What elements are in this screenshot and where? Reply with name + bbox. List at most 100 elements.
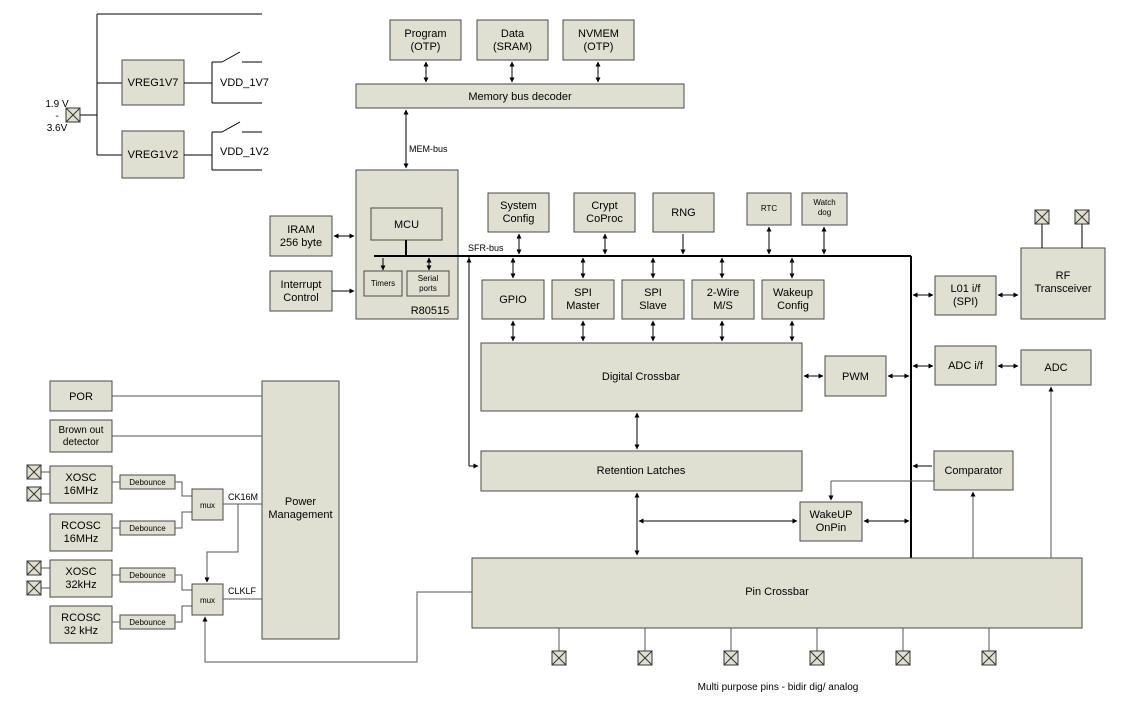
- adc-label: ADC: [1044, 362, 1067, 374]
- xosc16-label: XOSC: [65, 472, 96, 484]
- crossbar-section: Digital Crossbar PWM Retention Latches W…: [480, 342, 934, 556]
- xosc32-freq-label: 32kHz: [65, 579, 96, 591]
- pwm-label: PWM: [842, 371, 869, 383]
- program-label: Program: [404, 28, 446, 40]
- sfr-bus: SFR-bus: [374, 240, 912, 558]
- wakeup-onpin-label: OnPin: [816, 522, 847, 534]
- multipurpose-pin: [809, 650, 825, 666]
- mem-bus-label: MEM-bus: [409, 144, 448, 154]
- rf-transceiver-block: [1020, 247, 1106, 320]
- timers-label: Timers: [371, 279, 395, 288]
- power-label: Power: [285, 496, 317, 508]
- nvmem-sub-label: (OTP): [584, 41, 614, 53]
- rcosc32-label: RCOSC: [61, 612, 101, 624]
- management-label: Management: [268, 509, 332, 521]
- interrupt-label: Interrupt: [281, 279, 322, 291]
- vdd-1v7-label: VDD_1V7: [220, 77, 269, 89]
- mux-lf-label: mux: [200, 596, 215, 605]
- por-block: [49, 380, 113, 412]
- rcosc32-block: [49, 605, 113, 644]
- adc-if-block: [934, 345, 997, 386]
- multipurpose-pin: [981, 650, 997, 666]
- wakeup-onpin-title: WakeUP: [810, 509, 853, 521]
- serial-label: Serial: [418, 274, 439, 283]
- antenna-pin-1: [1034, 209, 1050, 225]
- wakeup-config-label: Config: [777, 300, 809, 312]
- pin-crossbar-section: Pin Crossbar Multi purpose pins - bidir …: [471, 557, 1083, 693]
- comparator-block: [933, 450, 1014, 491]
- program-sub-label: (OTP): [411, 41, 441, 53]
- xtal-pin: [26, 486, 42, 502]
- two-wire-block: [691, 279, 755, 320]
- interrupt-control-block: [269, 270, 333, 312]
- r80515-label: R80515: [411, 305, 450, 317]
- program-otp-block: [389, 19, 462, 61]
- xosc16-block: [49, 465, 113, 504]
- debounce-label: Debounce: [129, 618, 166, 627]
- pwm-block: [824, 355, 887, 397]
- multipurpose-pin: [551, 650, 567, 666]
- config-label: Config: [503, 213, 535, 225]
- nvmem-label: NVMEM: [578, 28, 619, 40]
- mux-lf-block: [191, 583, 224, 616]
- xosc16-freq-label: 16MHz: [64, 485, 99, 497]
- data-label: Data: [501, 28, 525, 40]
- supply-input-pin: [65, 107, 81, 123]
- memory-bus-decoder-block: [355, 83, 685, 109]
- crypt-coproc-block: [573, 192, 636, 233]
- rtc-block: [746, 192, 792, 226]
- pin-crossbar-block: [471, 557, 1083, 629]
- watch-label: Watch: [813, 198, 835, 207]
- pin-crossbar-label: Pin Crossbar: [745, 586, 809, 598]
- interrupt-control-label: Control: [283, 292, 318, 304]
- digital-crossbar-block: [480, 342, 803, 412]
- wakeup-title: Wakeup: [773, 287, 813, 299]
- xtal-pin: [26, 580, 42, 596]
- l01-if-label: L01 i/f: [951, 283, 982, 295]
- rng-label: RNG: [671, 207, 695, 219]
- memory-section: Program (OTP) Data (SRAM) NVMEM (OTP) Me…: [355, 19, 685, 169]
- digital-crossbar-label: Digital Crossbar: [602, 371, 681, 383]
- data-sub-label: (SRAM): [493, 41, 532, 53]
- spi-master-label: Master: [566, 300, 600, 312]
- system-config-block: [487, 192, 550, 233]
- rcosc16-block: [49, 513, 113, 552]
- spi-slave-label: Slave: [639, 300, 667, 312]
- multipurpose-pin: [895, 650, 911, 666]
- rtc-label: RTC: [761, 204, 778, 213]
- xtal-pin: [26, 560, 42, 576]
- transceiver-label: Transceiver: [1034, 283, 1091, 295]
- serial-ports-label: ports: [419, 284, 437, 293]
- mcu-label: MCU: [394, 219, 419, 231]
- retention-latches-block: [480, 450, 803, 492]
- system-label: System: [500, 200, 537, 212]
- spi-master-block: [551, 279, 615, 320]
- power-supply-section: 1.9 V - 3.6V VREG1V7 VREG1V2 VDD_1V7 VDD…: [45, 13, 269, 179]
- spi-slave-title: SPI: [644, 287, 662, 299]
- rf-label: RF: [1056, 270, 1071, 282]
- spi-slave-block: [621, 279, 685, 320]
- debounce-label: Debounce: [129, 478, 166, 487]
- dog-label: dog: [818, 208, 831, 217]
- cpu-section: MCU Timers Serial ports R80515 IRAM 256 …: [269, 169, 459, 320]
- adc-if-label: ADC i/f: [948, 360, 984, 372]
- l01-if-block: [934, 275, 997, 316]
- coproc-label: CoProc: [586, 213, 623, 225]
- sfr-bus-label: SFR-bus: [468, 243, 504, 253]
- xosc32-block: [49, 559, 113, 598]
- xosc32-label: XOSC: [65, 566, 96, 578]
- vreg1v2-label: VREG1V2: [128, 149, 179, 161]
- multipurpose-pin: [637, 650, 653, 666]
- por-label: POR: [69, 391, 93, 403]
- vdd-1v2-label: VDD_1V2: [220, 146, 269, 158]
- cklf-label: CLKLF: [228, 586, 257, 596]
- power-management-block: [261, 380, 340, 640]
- peripherals-top: System Config Crypt CoProc RNG RTC Watch…: [487, 192, 848, 255]
- clock-section: POR Brown out detector XOSC 16MHz RCOSC …: [26, 380, 472, 663]
- supply-voltage-bottom: 3.6V: [47, 123, 68, 134]
- serial-ports-block: [406, 270, 450, 297]
- antenna-pin-2: [1074, 209, 1090, 225]
- wakeup-config-block: [761, 279, 825, 320]
- spi-master-title: SPI: [574, 287, 592, 299]
- memory-bus-decoder-label: Memory bus decoder: [468, 91, 572, 103]
